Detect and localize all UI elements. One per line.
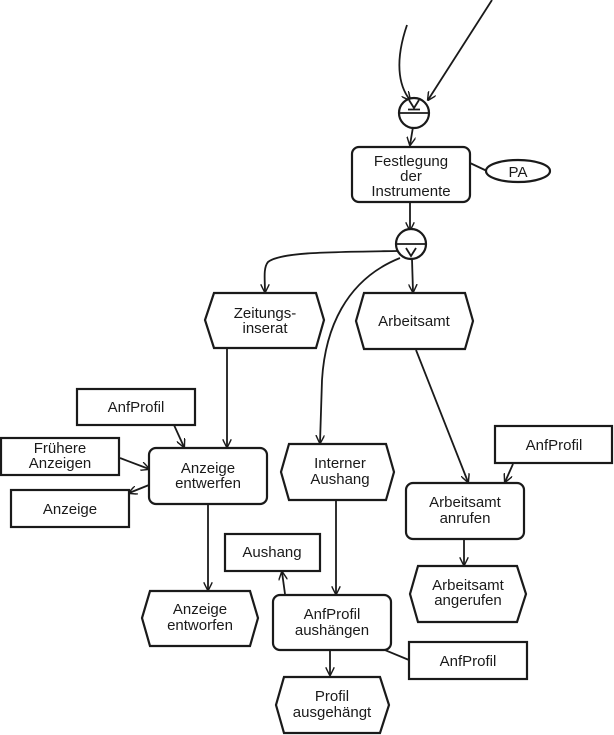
- event-arbeitsamt-angerufen[interactable]: Arbeitsamt angerufen: [408, 564, 528, 624]
- edge-or-to-interner-aushang: [320, 257, 401, 443]
- function-label-line: AnfProfil: [304, 606, 361, 623]
- function-festlegung-der-instrumente[interactable]: Festlegung der Instrumente: [350, 145, 472, 204]
- event-label-line: Profil: [315, 688, 349, 705]
- event-label-line: Interner: [314, 455, 366, 472]
- event-label-line: Arbeitsamt: [378, 313, 451, 330]
- function-label-line: der: [400, 168, 422, 185]
- edge-anfprofil-aushaengen-to-aushang: [282, 572, 285, 595]
- info-object-anfprofil-1[interactable]: AnfProfil: [75, 387, 197, 427]
- info-object-label: AnfProfil: [526, 437, 583, 454]
- or-split-connector: [394, 227, 428, 261]
- info-object-label: Frühere: [34, 440, 87, 457]
- event-profil-ausgehaengt[interactable]: Profil ausgehängt: [274, 675, 391, 735]
- edge-festlegung-to-pa: [469, 162, 488, 172]
- edge-anfprofil2-to-arbeitsamt-anrufen: [505, 463, 514, 482]
- event-zeitungsinserat[interactable]: Zeitungs- inserat: [203, 291, 326, 350]
- edge-anfprofil1-to-anzeige-entwerfen: [173, 424, 184, 447]
- info-object-label: Aushang: [242, 544, 301, 561]
- event-label-line: ausgehängt: [293, 704, 372, 721]
- function-anfprofil-aushaengen[interactable]: AnfProfil aushängen: [271, 593, 393, 652]
- edges: [119, 0, 514, 675]
- function-label-line: Instrumente: [371, 183, 450, 200]
- event-label-line: Anzeige: [173, 601, 227, 618]
- function-label-line: anrufen: [440, 510, 491, 527]
- edge-incoming-left: [398, 24, 410, 100]
- function-label-line: Arbeitsamt: [429, 494, 502, 511]
- function-label-line: Festlegung: [374, 153, 448, 170]
- function-label-line: entwerfen: [175, 475, 241, 492]
- function-label-line: Anzeige: [181, 460, 235, 477]
- function-label-line: aushängen: [295, 622, 369, 639]
- org-unit-label: PA: [509, 164, 528, 181]
- edge-anzeige-entwerfen-to-anzeige: [129, 484, 150, 493]
- event-label-line: inserat: [242, 320, 288, 337]
- edge-or-to-arbeitsamt: [412, 258, 413, 292]
- info-object-fruehere-anzeigen[interactable]: Frühere Anzeigen: [0, 436, 121, 477]
- event-label-line: Zeitungs-: [234, 305, 297, 322]
- info-object-label: AnfProfil: [440, 653, 497, 670]
- edge-or-to-zeitungsinserat: [265, 250, 398, 292]
- info-object-label: AnfProfil: [108, 399, 165, 416]
- info-object-anfprofil-3[interactable]: AnfProfil: [407, 640, 529, 681]
- event-label-line: Aushang: [310, 471, 369, 488]
- info-object-anfprofil-2[interactable]: AnfProfil: [493, 424, 614, 465]
- xor-join-connector: [397, 96, 431, 130]
- edge-xor-to-festlegung: [410, 126, 413, 145]
- event-interner-aushang[interactable]: Interner Aushang: [279, 442, 396, 502]
- event-label-line: entworfen: [167, 617, 233, 634]
- xor-symbol-icon: [408, 99, 420, 111]
- edge-arbeitsamt-to-arbeitsamt-anrufen: [415, 349, 468, 482]
- event-arbeitsamt[interactable]: Arbeitsamt: [354, 291, 475, 351]
- event-anzeige-entworfen[interactable]: Anzeige entworfen: [140, 589, 260, 648]
- edge-fruehere-to-anzeige-entwerfen: [119, 457, 149, 469]
- event-label-line: angerufen: [434, 592, 502, 609]
- info-object-aushang[interactable]: Aushang: [223, 532, 322, 573]
- edge-incoming-right: [428, 0, 493, 100]
- info-object-anzeige[interactable]: Anzeige: [9, 488, 131, 529]
- info-object-label: Anzeigen: [29, 455, 92, 472]
- or-symbol-icon: [405, 247, 417, 258]
- function-arbeitsamt-anrufen[interactable]: Arbeitsamt anrufen: [404, 481, 526, 541]
- event-label-line: Arbeitsamt: [432, 577, 505, 594]
- function-anzeige-entwerfen[interactable]: Anzeige entwerfen: [147, 446, 269, 506]
- info-object-label: Anzeige: [43, 501, 97, 518]
- org-unit-pa[interactable]: PA: [484, 158, 552, 184]
